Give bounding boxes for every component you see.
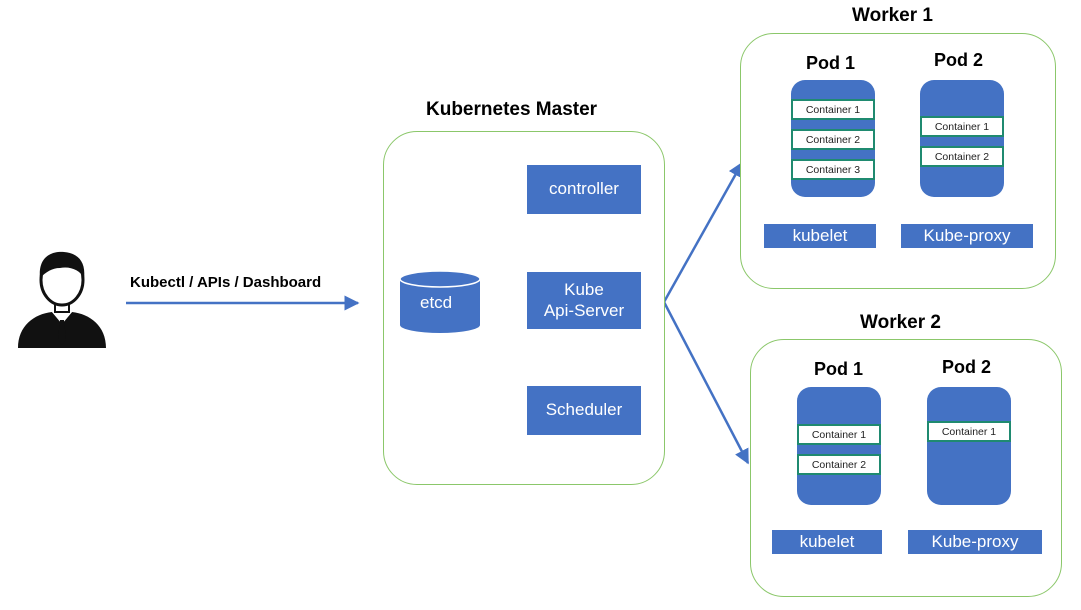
person-icon [16, 248, 108, 348]
worker2-pod1-label: Pod 1 [814, 359, 864, 379]
worker1-pod1-label: Pod 1 [806, 53, 856, 73]
etcd-label: etcd [420, 293, 453, 312]
api-to-worker1-arrow [662, 161, 744, 303]
worker1-kube-proxy-label: Kube-proxy [923, 225, 1011, 245]
worker2-pod1-container-2: Container 2 [797, 454, 881, 475]
worker2-pod2-label: Pod 2 [942, 357, 992, 377]
worker1-pod1-container-1: Container 1 [791, 99, 875, 120]
worker2-kubelet: kubelet [772, 530, 882, 554]
api-server-line2: Api-Server [543, 300, 625, 320]
controller-label: controller [549, 179, 619, 199]
worker2-pod1: Container 1 Container 2 [797, 387, 881, 505]
worker1-pod2-container-2: Container 2 [920, 146, 1004, 167]
controller-block: controller [527, 165, 641, 214]
worker2-kubelet-label: kubelet [799, 531, 855, 551]
worker2-title: Worker 2 [860, 312, 941, 333]
worker1-kubelet-label: kubelet [792, 225, 848, 245]
api-to-worker2-arrow [662, 301, 750, 465]
etcd-database-icon [399, 270, 481, 334]
worker1-kubelet: kubelet [764, 224, 876, 248]
api-server-line1: Kube [564, 280, 604, 300]
worker1-pod1-container-2: Container 2 [791, 129, 875, 150]
worker2-pod2: Container 1 [927, 387, 1011, 505]
scheduler-block: Scheduler [527, 386, 641, 435]
client-label: Kubectl / APIs / Dashboard [130, 274, 322, 291]
worker1-kube-proxy: Kube-proxy [901, 224, 1033, 248]
master-title: Kubernetes Master [426, 99, 598, 120]
worker1-pod1: Container 1 Container 2 Container 3 [791, 80, 875, 197]
worker2-kube-proxy: Kube-proxy [908, 530, 1042, 554]
worker1-pod2-label: Pod 2 [934, 50, 984, 70]
api-server-block: Kube Api-Server [527, 272, 641, 329]
worker1-pod1-container-3: Container 3 [791, 159, 875, 180]
worker2-kube-proxy-label: Kube-proxy [931, 531, 1019, 551]
worker1-pod2-container-1: Container 1 [920, 116, 1004, 137]
worker2-pod2-container-1: Container 1 [927, 421, 1011, 442]
worker1-pod2: Container 1 Container 2 [920, 80, 1004, 197]
worker2-pod1-container-1: Container 1 [797, 424, 881, 445]
scheduler-label: Scheduler [545, 400, 623, 420]
worker1-title: Worker 1 [852, 5, 933, 26]
worker1-group [740, 33, 1056, 289]
